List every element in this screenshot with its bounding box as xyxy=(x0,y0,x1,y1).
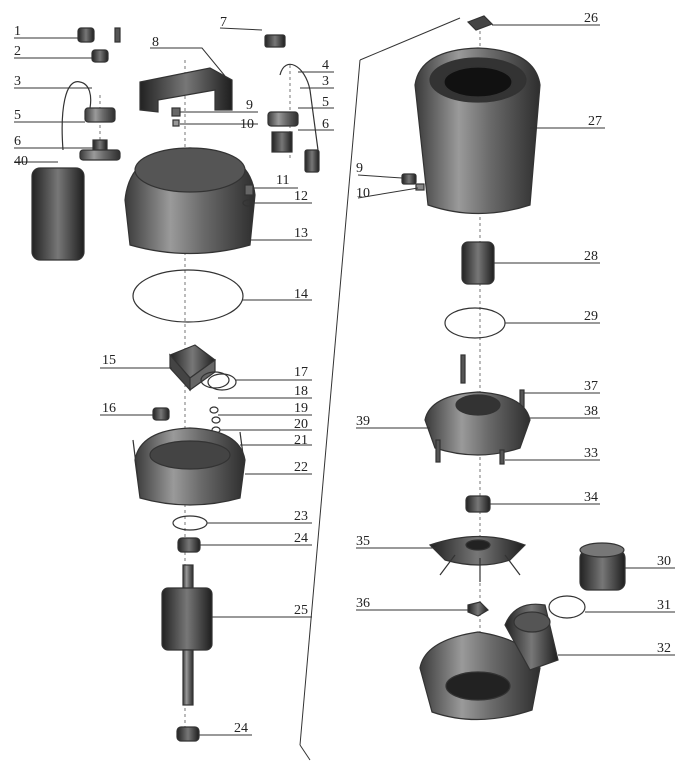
part-number-40: 40 xyxy=(14,154,28,169)
part-number-38: 38 xyxy=(584,404,598,419)
part-number-6-right: 6 xyxy=(322,117,329,132)
part-number-24-top: 24 xyxy=(294,531,308,546)
motor-cover xyxy=(124,147,256,255)
outlet-fitting xyxy=(548,542,626,619)
part-number-9-left: 9 xyxy=(246,98,253,113)
part-number-25: 25 xyxy=(294,603,308,618)
part-number-26: 26 xyxy=(584,11,598,26)
cable-gland-right xyxy=(171,34,320,173)
part-number-1: 1 xyxy=(14,24,21,39)
part-number-13: 13 xyxy=(294,226,308,241)
part-number-8: 8 xyxy=(152,35,159,50)
part-number-5-right: 5 xyxy=(322,95,329,110)
part-number-15: 15 xyxy=(102,353,116,368)
part-number-6-left: 6 xyxy=(14,134,21,149)
part-number-39: 39 xyxy=(356,414,370,429)
part-number-16: 16 xyxy=(102,401,116,416)
part-number-27: 27 xyxy=(588,114,602,129)
part-number-34: 34 xyxy=(584,490,598,505)
part-number-20: 20 xyxy=(294,417,308,432)
part-number-21: 21 xyxy=(294,433,308,448)
part-number-3-right: 3 xyxy=(322,74,329,89)
part-number-31: 31 xyxy=(657,598,671,613)
float-switch-assembly xyxy=(31,27,121,261)
part-number-9-right: 9 xyxy=(356,161,363,176)
shaft-seals xyxy=(172,515,208,553)
leader-lines xyxy=(14,24,675,736)
part-number-17: 17 xyxy=(294,365,308,380)
part-numbers: 1 2 3 5 6 40 7 8 9 10 4 3 5 6 11 12 13 1… xyxy=(14,11,671,736)
part-number-14: 14 xyxy=(294,287,308,302)
part-number-22: 22 xyxy=(294,460,308,475)
frame-lines xyxy=(299,17,461,761)
bearing-flange xyxy=(424,354,531,465)
part-number-3-left: 3 xyxy=(14,74,21,89)
o-ring-large xyxy=(132,269,244,323)
part-number-5-left: 5 xyxy=(14,108,21,123)
part-number-24-bottom: 24 xyxy=(234,721,248,736)
capacitor xyxy=(168,344,237,392)
mechanical-seal xyxy=(465,495,491,513)
part-number-10-left: 10 xyxy=(240,117,254,132)
motor-housing xyxy=(132,427,246,506)
part-number-18: 18 xyxy=(294,384,308,399)
pump-body xyxy=(401,15,541,215)
part-number-37: 37 xyxy=(584,379,598,394)
part-number-29: 29 xyxy=(584,309,598,324)
impeller xyxy=(428,535,527,582)
part-number-10-right: 10 xyxy=(356,186,370,201)
part-number-4: 4 xyxy=(322,58,329,73)
part-number-11: 11 xyxy=(276,173,289,188)
part-number-7: 7 xyxy=(220,15,227,30)
part-number-33: 33 xyxy=(584,446,598,461)
part-number-23: 23 xyxy=(294,509,308,524)
part-number-35: 35 xyxy=(356,534,370,549)
impeller-nut xyxy=(467,601,489,617)
part-number-32: 32 xyxy=(657,641,671,656)
coupling xyxy=(461,241,495,285)
volute-casing xyxy=(419,603,559,721)
o-ring-right xyxy=(444,307,506,339)
rotor xyxy=(161,564,213,742)
part-number-30: 30 xyxy=(657,554,671,569)
part-number-36: 36 xyxy=(356,596,370,611)
part-number-12: 12 xyxy=(294,189,308,204)
handle xyxy=(139,67,233,113)
part-number-19: 19 xyxy=(294,401,308,416)
part-number-2: 2 xyxy=(14,44,21,59)
part-number-28: 28 xyxy=(584,249,598,264)
